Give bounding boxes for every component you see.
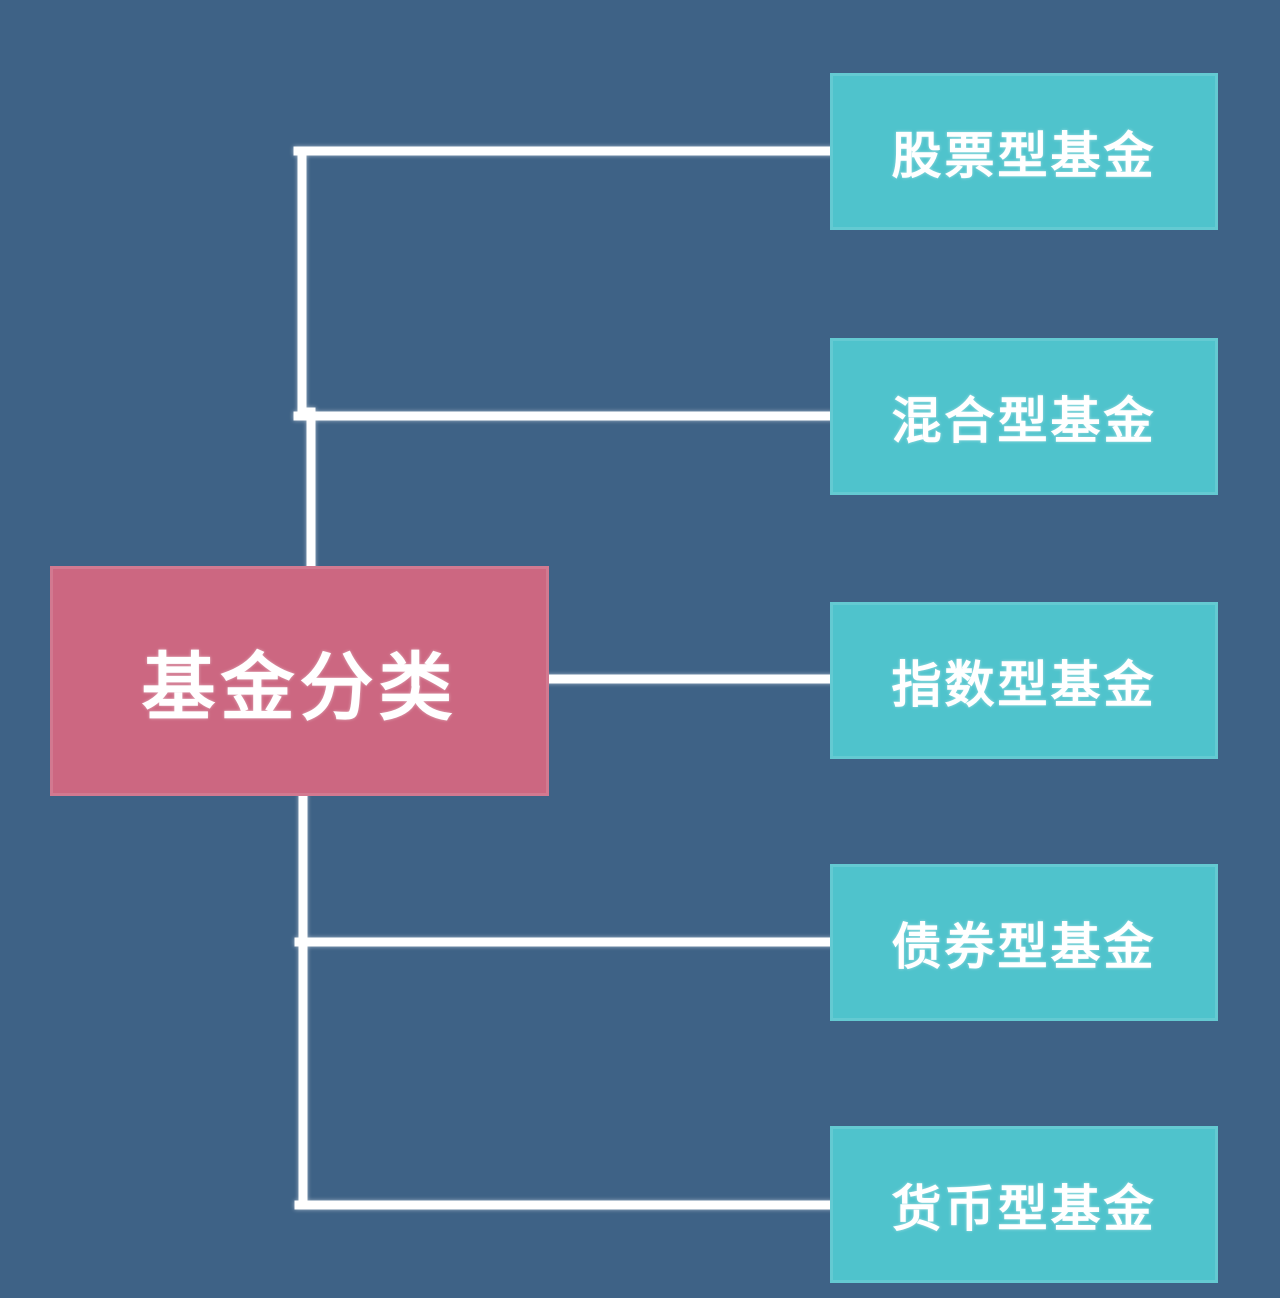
child-node-mixed-fund: 混合型基金 <box>830 338 1218 495</box>
center-node-fund-classification: 基金分类 <box>50 566 549 796</box>
child-node-money-fund: 货币型基金 <box>830 1126 1218 1283</box>
child-node-bond-fund: 债券型基金 <box>830 864 1218 1021</box>
child-node-index-fund: 指数型基金 <box>830 602 1218 759</box>
child-node-label: 混合型基金 <box>891 392 1157 449</box>
child-node-label: 指数型基金 <box>891 656 1157 713</box>
child-node-label: 股票型基金 <box>891 127 1157 184</box>
child-node-label: 货币型基金 <box>891 1180 1157 1237</box>
child-node-label: 债券型基金 <box>891 918 1157 975</box>
center-node-label: 基金分类 <box>141 645 458 729</box>
child-node-stock-fund: 股票型基金 <box>830 73 1218 230</box>
